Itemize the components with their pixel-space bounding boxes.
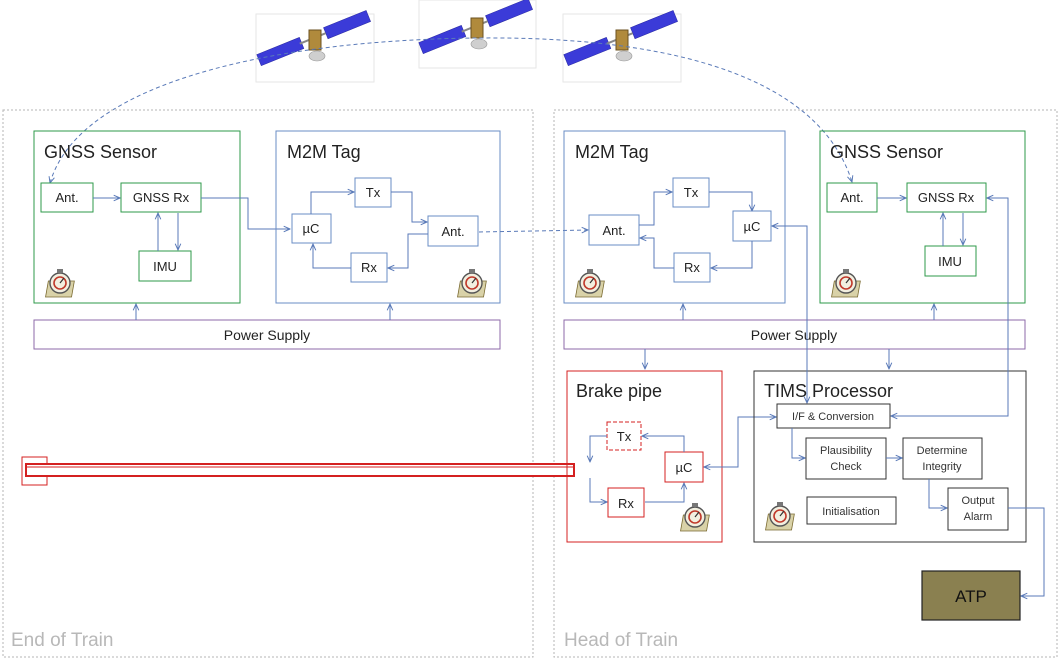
tims-determine-integrity	[902, 437, 983, 480]
tims-logo	[764, 501, 796, 531]
tims-plausibility-check	[805, 437, 887, 480]
eot-m2m-uc-label: µC	[303, 221, 320, 236]
atp-unit	[921, 570, 1021, 621]
hot-gnss-antenna-label: Ant.	[840, 190, 863, 205]
eot-m2m-title: M2M Tag	[287, 142, 361, 162]
brake-pipe-unit: Brake pipe Tx Rx µC	[566, 370, 723, 543]
hot-m2m-rx	[673, 252, 711, 283]
eot-m2m-rx	[350, 252, 388, 283]
hot-m2m-antenna-label: Ant.	[602, 223, 625, 238]
hot-m2m-logo	[574, 268, 606, 298]
brake-pipe-line	[21, 456, 575, 486]
brake-pipe-connectors	[590, 417, 776, 502]
hot-m2m-tag: M2M Tag Ant. Tx Rx µC	[563, 130, 786, 304]
hot-m2m-title: M2M Tag	[575, 142, 649, 162]
tims-integrity-line2: Integrity	[922, 461, 962, 473]
eot-m2m-antenna-label: Ant.	[441, 224, 464, 239]
brake-pipe-logo	[679, 502, 711, 532]
hot-gnss-title: GNSS Sensor	[830, 142, 943, 162]
eot-m2m-tag: M2M Tag µC Tx Rx Ant.	[275, 130, 501, 304]
tims-processor: TIMS Processor I/F & Conversion Plausibi…	[753, 370, 1027, 543]
hot-m2m-connectors	[639, 192, 752, 268]
hot-m2m-tx	[672, 177, 710, 208]
head-of-train-label: Head of Train	[564, 630, 678, 651]
tims-initialisation-label: Initialisation	[822, 506, 879, 518]
tims-connectors	[772, 198, 1045, 596]
hot-m2m-uc-label: µC	[744, 219, 761, 234]
end-of-train-zone	[2, 109, 534, 658]
eot-m2m-antenna	[427, 215, 479, 247]
eot-power-connectors	[136, 304, 390, 320]
satellite-left	[255, 9, 375, 83]
hot-gnss-sensor: GNSS Sensor Ant. GNSS Rx IMU	[819, 130, 1026, 304]
hot-m2m-rx-label: Rx	[684, 260, 700, 275]
tims-plausibility-line2: Check	[830, 461, 862, 473]
hot-m2m-antenna	[588, 214, 640, 246]
satellite-center	[417, 0, 537, 69]
satellite-right	[562, 9, 682, 83]
eot-m2m-connectors	[311, 192, 428, 268]
m2m-radio-link	[478, 230, 588, 232]
tims-output-alarm	[947, 487, 1009, 531]
hot-m2m-tx-label: Tx	[684, 185, 699, 200]
eot-gnss-logo	[44, 268, 76, 298]
eot-gnss-title: GNSS Sensor	[44, 142, 157, 162]
eot-m2m-logo	[456, 268, 488, 298]
brake-pipe-microcontroller	[664, 451, 704, 483]
tims-if-conversion	[776, 403, 891, 429]
tims-alarm-line1: Output	[961, 495, 994, 507]
tims-integrity-line1: Determine	[917, 445, 968, 457]
atp-label: ATP	[955, 587, 987, 606]
tims-if-conversion-label: I/F & Conversion	[792, 411, 874, 423]
eot-m2m-rx-label: Rx	[361, 260, 377, 275]
eot-gnss-receiver-label: GNSS Rx	[133, 190, 190, 205]
tims-processor-title: TIMS Processor	[764, 381, 893, 401]
brake-pipe-rx	[607, 487, 645, 518]
eot-power-supply	[33, 319, 501, 350]
eot-power-supply-label: Power Supply	[224, 327, 310, 343]
eot-gnss-antenna	[40, 182, 94, 213]
brake-pipe-uc-label: µC	[676, 460, 693, 475]
hot-power-supply-label: Power Supply	[751, 327, 837, 343]
tims-alarm-line2: Alarm	[964, 511, 993, 523]
eot-m2m-microcontroller	[291, 213, 332, 244]
gnss-signal-arc	[50, 37, 852, 183]
hot-m2m-microcontroller	[732, 210, 772, 242]
tims-initialisation	[806, 496, 897, 525]
brake-pipe-title: Brake pipe	[576, 381, 662, 401]
eot-gnss-antenna-label: Ant.	[55, 190, 78, 205]
eot-imu	[138, 250, 192, 282]
brake-pipe-rx-label: Rx	[618, 496, 634, 511]
eot-gnss-receiver	[120, 182, 202, 213]
hot-imu-label: IMU	[938, 254, 962, 269]
end-of-train-label: End of Train	[11, 630, 113, 651]
brake-pipe-tx	[606, 421, 642, 451]
brake-pipe-tx-label: Tx	[617, 429, 632, 444]
tims-plausibility-line1: Plausibility	[820, 445, 872, 457]
hot-gnss-receiver-label: GNSS Rx	[918, 190, 975, 205]
eot-imu-label: IMU	[153, 259, 177, 274]
eot-gnss-connectors	[93, 198, 290, 251]
eot-m2m-tx-label: Tx	[366, 185, 381, 200]
hot-gnss-logo	[830, 268, 862, 298]
eot-gnss-sensor: GNSS Sensor Ant. GNSS Rx IMU	[33, 130, 241, 304]
head-of-train-zone	[553, 109, 1058, 658]
